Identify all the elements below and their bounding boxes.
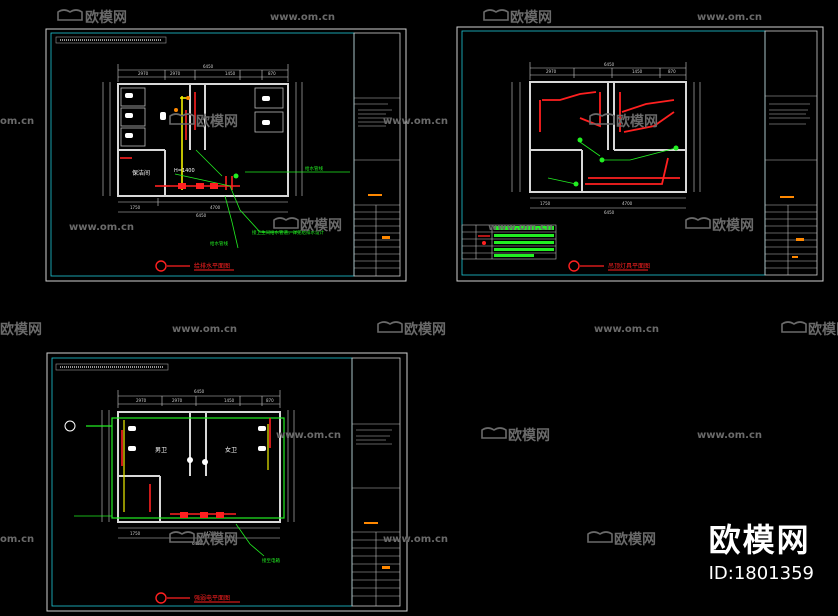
watermark-url: www.om.cn (383, 534, 448, 545)
watermark-brand: 欧模网 (0, 321, 42, 338)
watermark-url: www.om.cn (488, 222, 553, 233)
sheet-electrical-plan: 6450 2970 2970 1450 870 1750 4700 6450 (46, 352, 408, 612)
ceiling-light-runs (539, 91, 680, 185)
model-id: ID:1801359 (708, 563, 814, 584)
watermark-brand: 欧模网 (85, 9, 127, 26)
sheet-title-2: 吊顶灯具平面图 (568, 260, 650, 272)
switch-wiring (547, 141, 677, 185)
watermark-logo-icons (57, 9, 807, 543)
watermark-brand: 欧模网 (616, 113, 658, 130)
room-label-women: 女卫 (225, 446, 237, 454)
dim-bottom-2b: 4700 (622, 201, 633, 206)
dim-bottom-3-total: 6450 (192, 541, 203, 546)
dim-bottom-3a: 1750 (130, 531, 141, 536)
watermark-url: www.om.cn (172, 324, 237, 335)
dim-bottom-a: 1750 (130, 205, 141, 210)
water-pipes (120, 92, 350, 249)
dim-bottom-total: 6450 (196, 213, 207, 218)
watermark-brand: 欧模网 (614, 531, 656, 548)
brand-name: 欧模网 (708, 521, 811, 559)
level-label: H=1400 (174, 168, 195, 174)
dim-total-3: 6450 (194, 389, 205, 394)
dim-top-3c: 1450 (224, 398, 235, 403)
watermark-url: www.om.cn (276, 430, 341, 441)
dim-bottom-3b: 4700 (206, 531, 217, 536)
sheet-title-1: 给排水平面图 (155, 260, 234, 272)
watermark-url: www.om.cn (69, 222, 134, 233)
dim-bottom-2-total: 6450 (604, 210, 615, 215)
power-wiring (74, 417, 285, 557)
watermark-brand: 欧模网 (404, 321, 446, 338)
callout-water-line-2: 给水管线 (210, 240, 228, 247)
watermark-url: www.om.cn (697, 12, 762, 23)
dim-top-2c: 870 (668, 69, 676, 74)
dim-top-3d: 870 (266, 398, 274, 403)
brand-watermark-block: 欧模网 ID:1801359 (709, 515, 814, 584)
dim-top-3b: 2970 (172, 398, 183, 403)
sheet-title-text-2: 吊顶灯具平面图 (608, 262, 650, 270)
sheet-title-text-1: 给排水平面图 (194, 262, 230, 270)
dim-top-2a: 2970 (546, 69, 557, 74)
watermark-url: www.om.cn (697, 430, 762, 441)
title-block (354, 97, 400, 276)
watermark-brand: 欧模网 (508, 427, 550, 444)
sheet-water-plan: 6450 2970 2970 1450 870 1750 4700 6450 (45, 28, 407, 282)
sheet-title-text-3: 强弱电平面图 (194, 594, 230, 602)
dim-top-a: 2970 (138, 71, 149, 76)
sheet-ceiling-plan: 6450 2970 1450 870 1750 4700 6450 (456, 26, 824, 282)
dim-top-d: 870 (268, 71, 276, 76)
watermark-url: www.om.cn (383, 116, 448, 127)
floor-plan-walls (117, 83, 289, 197)
room-label-men: 男卫 (155, 447, 167, 454)
callout-connect: 接卫生间给水管道，详见给排水设计 (252, 229, 324, 236)
legend-table (461, 224, 557, 260)
dim-top-3a: 2970 (136, 398, 147, 403)
watermark-brand: 欧模网 (196, 113, 238, 130)
dim-bottom-2a: 1750 (540, 201, 551, 206)
dim-top-c: 1450 (225, 71, 236, 76)
dim-total-2: 6450 (604, 62, 615, 67)
callout-water-line: 给水管线 (305, 165, 323, 172)
dim-top-b: 2970 (170, 71, 181, 76)
watermark-brand: 欧模网 (300, 217, 342, 234)
sheet-title-3: 强弱电平面图 (155, 592, 240, 604)
watermark-brand: 欧模网 (510, 9, 552, 26)
dim-total: 6450 (203, 64, 214, 69)
dim-top-2b: 1450 (632, 69, 643, 74)
watermark-brand: 欧模网 (712, 217, 754, 234)
dim-bottom-b: 4700 (210, 205, 221, 210)
watermark-url-short: om.cn (0, 116, 34, 127)
watermark-url: www.om.cn (594, 324, 659, 335)
watermark-url-short: om.cn (0, 534, 34, 545)
watermark-brand: 欧模网 (196, 531, 238, 548)
callout-panel: 接至电箱 (262, 557, 280, 564)
room-label-janitor: 保洁间 (132, 169, 150, 177)
watermark-layer: 欧模网 www.om.cn 欧模网 www.om.cn om.cn 欧模网 ww… (0, 9, 838, 548)
watermark-brand: 欧模网 (808, 321, 838, 338)
watermark-url: www.om.cn (270, 12, 335, 23)
